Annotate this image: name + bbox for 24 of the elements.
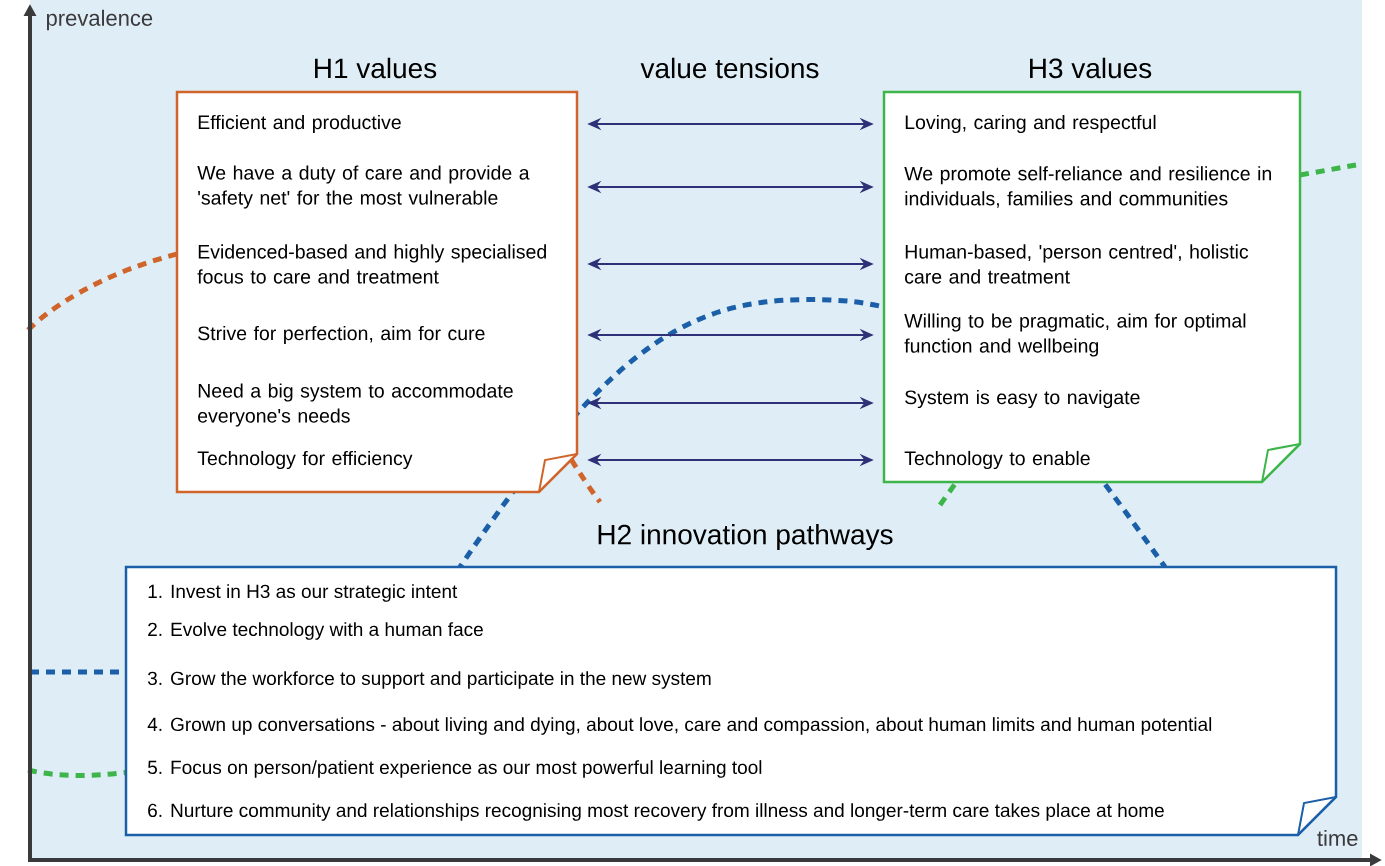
value-text: Need a big system to accommodate everyone's needs bbox=[198, 383, 513, 427]
value-text: Willing to be pragmatic, aim for optimal function and wellbeing bbox=[904, 313, 1246, 357]
value-text: Evidenced-based and highly specialised focus to care and treatment bbox=[197, 244, 546, 284]
heading: H1 values bbox=[315, 57, 437, 79]
list-item: 4. Grown up conversations - about living and dying, about love, care and compassion, about human limits and human potential bbox=[147, 717, 1212, 735]
axis-label: prevalence bbox=[46, 9, 153, 31]
list-item: 2. Evolve technology with a human face bbox=[148, 622, 483, 640]
axis-label: time bbox=[1317, 829, 1358, 847]
value-text: Human-based, 'person centred', holistic care and treatment bbox=[905, 244, 1249, 284]
value-text: System is easy to navigate bbox=[905, 389, 1140, 409]
heading: H2 innovation pathways bbox=[598, 523, 893, 551]
list-item: 5. Focus on person/patient experience as our most powerful learning tool bbox=[147, 760, 762, 778]
heading: H3 values bbox=[1030, 57, 1152, 79]
value-text: Efficient and productive bbox=[198, 114, 401, 134]
value-text: Loving, caring and respectful bbox=[905, 114, 1156, 134]
value-text: Technology for efficiency bbox=[197, 450, 413, 470]
value-text: We have a duty of care and provide a 'safety net' for the most vulnerable bbox=[197, 165, 530, 209]
list-item: 3. Grow the workforce to support and participate in the new system bbox=[147, 671, 711, 689]
value-text: Strive for perfection, aim for cure bbox=[198, 325, 485, 345]
value-text: We promote self-reliance and resilience in individuals, families and communities bbox=[904, 166, 1271, 208]
list-item: 1. Invest in H3 as our strategic intent bbox=[148, 584, 458, 602]
heading: value tensions bbox=[640, 57, 819, 79]
value-text: Technology to enable bbox=[904, 450, 1090, 470]
list-item: 6. Nurture community and relationships recognising most recovery from illness and longer-term care takes place at home bbox=[148, 803, 1164, 821]
